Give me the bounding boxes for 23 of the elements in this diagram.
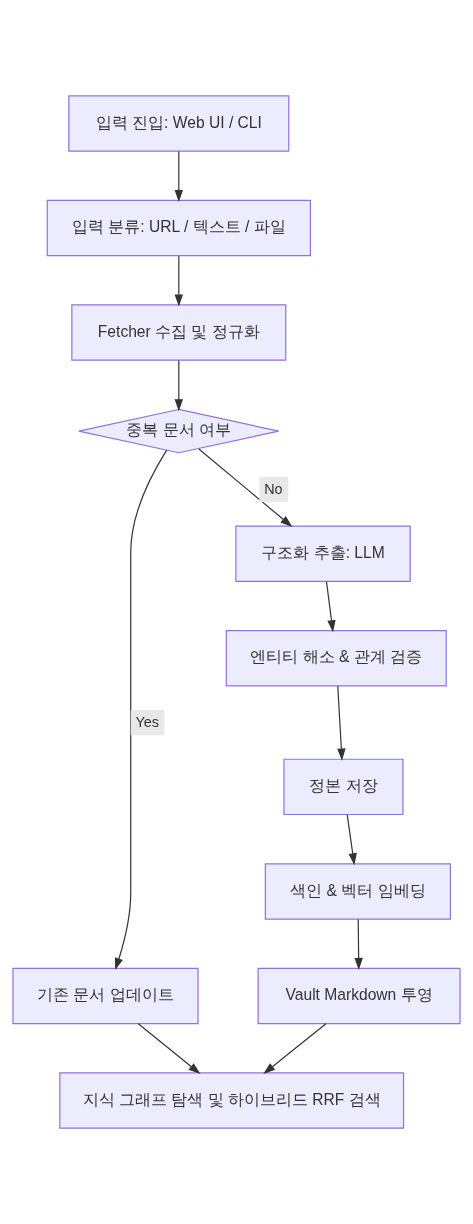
- node-box: Fetcher 수집 및 정규화: [71, 304, 287, 361]
- arrow: [174, 359, 184, 412]
- arrow: [346, 814, 357, 866]
- arrow: [137, 1023, 201, 1075]
- arrow: [325, 581, 336, 633]
- edge-label: Yes: [135, 713, 160, 730]
- node-box: 지식 그래프 탐색 및 하이브리드 RRF 검색: [59, 1072, 405, 1129]
- node-box: 입력 진입: Web UI / CLI: [68, 95, 290, 152]
- node-box: 기존 문서 업데이트: [12, 967, 199, 1025]
- node-diamond: 중복 문서 여부: [78, 408, 280, 454]
- node-box: 구조화 추출: LLM: [235, 525, 411, 582]
- node-box: 입력 분류: URL / 텍스트 / 파일: [46, 199, 311, 257]
- arrow: [174, 255, 184, 307]
- arrow: [174, 150, 184, 202]
- node-box: 엔티티 해소 & 관계 검증: [225, 630, 447, 687]
- arrow: [337, 685, 346, 761]
- node-box: 정본 저장: [283, 758, 404, 816]
- arrow: [354, 918, 363, 970]
- arrow: [263, 1023, 327, 1075]
- node-box: Vault Markdown 투영: [257, 967, 461, 1025]
- edge-label: No: [264, 480, 283, 497]
- arrow: [198, 448, 293, 527]
- node-box: 색인 & 벡터 임베딩: [264, 863, 452, 920]
